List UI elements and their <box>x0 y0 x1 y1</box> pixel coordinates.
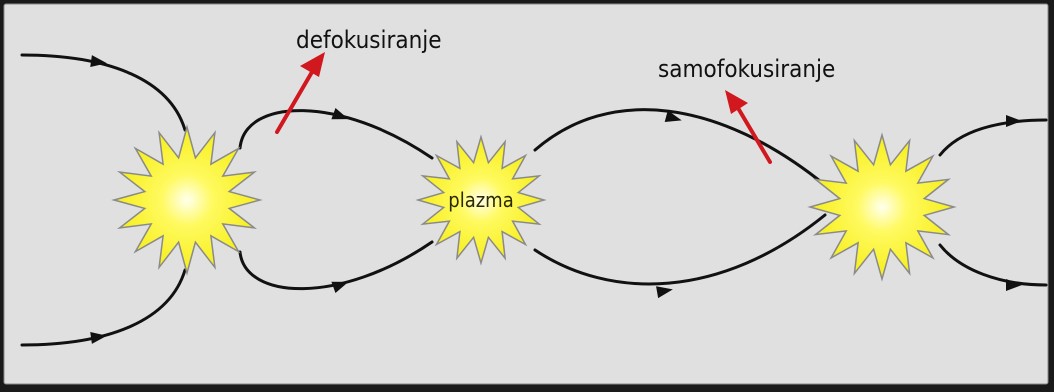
self-focusing-label: samofokusiranje <box>658 55 835 83</box>
self-focusing-arrow <box>725 90 772 164</box>
plasma-label: plazma <box>448 188 513 212</box>
diagram-panel <box>3 3 1049 385</box>
defocusing-label: defokusiranje <box>296 26 442 54</box>
defocusing-arrow <box>275 52 325 134</box>
plasma-star-left <box>111 124 263 276</box>
ray-right-top <box>938 118 1048 157</box>
ray-loop1-bottom <box>238 240 434 291</box>
plasma-star-center <box>415 134 547 266</box>
ray-arrowhead-right-bottom <box>1006 279 1022 291</box>
ray-loop2-bottom <box>533 213 827 286</box>
ray-arrowhead-loop2-bottom <box>656 286 673 299</box>
ray-loop1-top <box>238 109 434 160</box>
ray-arrowhead-right-top <box>1006 115 1022 127</box>
ray-arrowhead-loop1-bottom <box>331 281 349 294</box>
plasma-star-right <box>807 132 957 282</box>
ray-arrowhead-left-top <box>90 55 107 67</box>
ray-arrowhead-loop2-top <box>664 110 682 122</box>
ray-arrowhead-left-bottom <box>90 332 107 344</box>
ray-left-top <box>20 53 187 132</box>
ray-left-bottom <box>20 268 187 347</box>
ray-right-bottom <box>938 243 1048 287</box>
ray-arrowhead-loop1-top <box>331 107 349 120</box>
